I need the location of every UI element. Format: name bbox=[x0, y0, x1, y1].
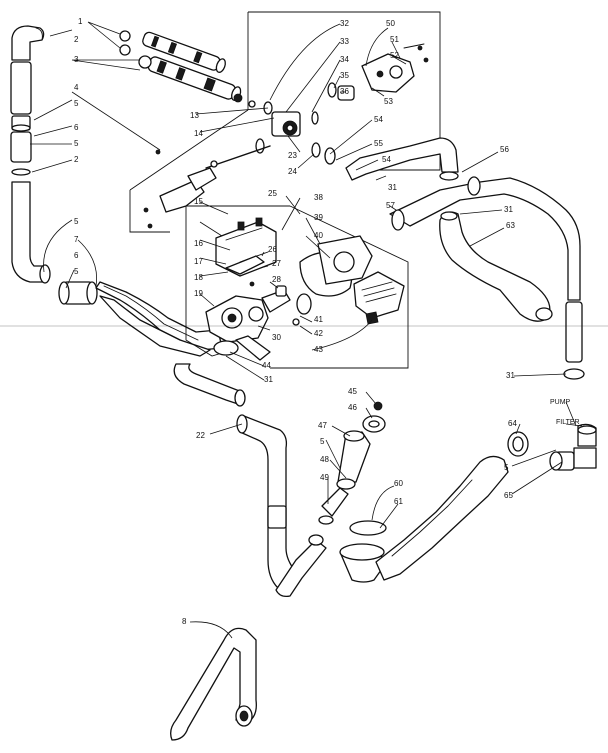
label-part-2b: 2 bbox=[74, 155, 79, 164]
label-part-18: 18 bbox=[194, 273, 203, 282]
label-part-1: 1 bbox=[78, 17, 83, 26]
label-part-5a: 5 bbox=[74, 99, 79, 108]
label-part-43: 43 bbox=[314, 345, 323, 354]
label-part-64: 64 bbox=[508, 419, 517, 428]
label-part-40: 40 bbox=[314, 231, 323, 240]
label-part-2: 2 bbox=[74, 35, 79, 44]
label-part-19: 19 bbox=[194, 289, 203, 298]
label-part-36: 36 bbox=[340, 87, 349, 96]
label-part-4: 4 bbox=[74, 83, 79, 92]
label-part-22: 22 bbox=[196, 431, 205, 440]
label-part-49: 49 bbox=[320, 473, 329, 482]
label-part-31d: 31 bbox=[506, 371, 515, 380]
label-part-24: 24 bbox=[288, 167, 297, 176]
bracket-14 bbox=[143, 149, 217, 229]
label-part-16: 16 bbox=[194, 239, 203, 248]
label-part-6b: 6 bbox=[74, 251, 79, 260]
label-part-65: 65 bbox=[504, 491, 513, 500]
diverter-body bbox=[205, 82, 355, 169]
label-part-31c: 31 bbox=[264, 375, 273, 384]
label-part-46: 46 bbox=[348, 403, 357, 412]
label-part-28: 28 bbox=[272, 275, 281, 284]
label-part-14: 14 bbox=[194, 129, 203, 138]
label-part-5b: 5 bbox=[74, 139, 79, 148]
label-part-63: 63 bbox=[506, 221, 515, 230]
label-part-26: 26 bbox=[268, 245, 277, 254]
label-part-41: 41 bbox=[314, 315, 323, 324]
label-part-47: 47 bbox=[318, 421, 327, 430]
diverter-tubes bbox=[119, 30, 256, 108]
label-part-56: 56 bbox=[500, 145, 509, 154]
label-pump: PUMP bbox=[550, 399, 571, 406]
center-lower-hoses bbox=[173, 363, 386, 598]
label-part-57: 57 bbox=[386, 201, 395, 210]
label-part-25: 25 bbox=[268, 189, 277, 198]
label-part-35: 35 bbox=[340, 71, 349, 80]
diverter-assembly-frame bbox=[129, 11, 441, 233]
label-part-30: 30 bbox=[272, 333, 281, 342]
label-part-54a: 54 bbox=[374, 115, 383, 124]
label-part-39: 39 bbox=[314, 213, 323, 222]
label-part-8: 8 bbox=[182, 617, 187, 626]
label-part-38: 38 bbox=[314, 193, 323, 202]
label-part-31a: 31 bbox=[388, 183, 397, 192]
label-part-53: 53 bbox=[384, 97, 393, 106]
label-part-7: 7 bbox=[74, 235, 79, 244]
label-part-54b: 54 bbox=[382, 155, 391, 164]
part-number-labels: 1 2 3 4 5 6 5 2 5 7 6 5 13 14 23 24 32 3… bbox=[74, 17, 580, 626]
label-part-23: 23 bbox=[288, 151, 297, 160]
label-part-44: 44 bbox=[262, 361, 271, 370]
lower-right-inlet bbox=[339, 423, 597, 583]
label-part-52: 52 bbox=[390, 51, 399, 60]
label-filter: FILTER bbox=[556, 419, 580, 426]
label-part-31b: 31 bbox=[504, 205, 513, 214]
motor-bracket bbox=[361, 43, 429, 93]
label-part-13: 13 bbox=[190, 111, 199, 120]
label-part-60: 60 bbox=[394, 479, 403, 488]
label-part-55: 55 bbox=[374, 139, 383, 148]
label-part-48: 48 bbox=[320, 455, 329, 464]
label-part-45: 45 bbox=[348, 387, 357, 396]
leader-lines bbox=[30, 21, 583, 639]
label-part-3: 3 bbox=[74, 55, 79, 64]
right-upper-hoses bbox=[345, 137, 585, 380]
label-part-34: 34 bbox=[340, 55, 349, 64]
label-part-42: 42 bbox=[314, 329, 323, 338]
label-part-17: 17 bbox=[194, 257, 203, 266]
bottom-hose-8 bbox=[170, 627, 257, 741]
label-part-6: 6 bbox=[74, 123, 79, 132]
label-part-61: 61 bbox=[394, 497, 403, 506]
label-part-5f: 5 bbox=[504, 463, 509, 472]
left-hose-assembly bbox=[10, 25, 51, 284]
label-part-33: 33 bbox=[340, 37, 349, 46]
label-part-15: 15 bbox=[194, 197, 203, 206]
label-part-27: 27 bbox=[272, 259, 281, 268]
label-part-51: 51 bbox=[390, 35, 399, 44]
label-part-5c: 5 bbox=[74, 217, 79, 226]
label-part-5d: 5 bbox=[74, 267, 79, 276]
pump-body bbox=[205, 217, 405, 361]
label-part-32: 32 bbox=[340, 19, 349, 28]
label-part-50: 50 bbox=[386, 19, 395, 28]
label-part-5e: 5 bbox=[320, 437, 325, 446]
